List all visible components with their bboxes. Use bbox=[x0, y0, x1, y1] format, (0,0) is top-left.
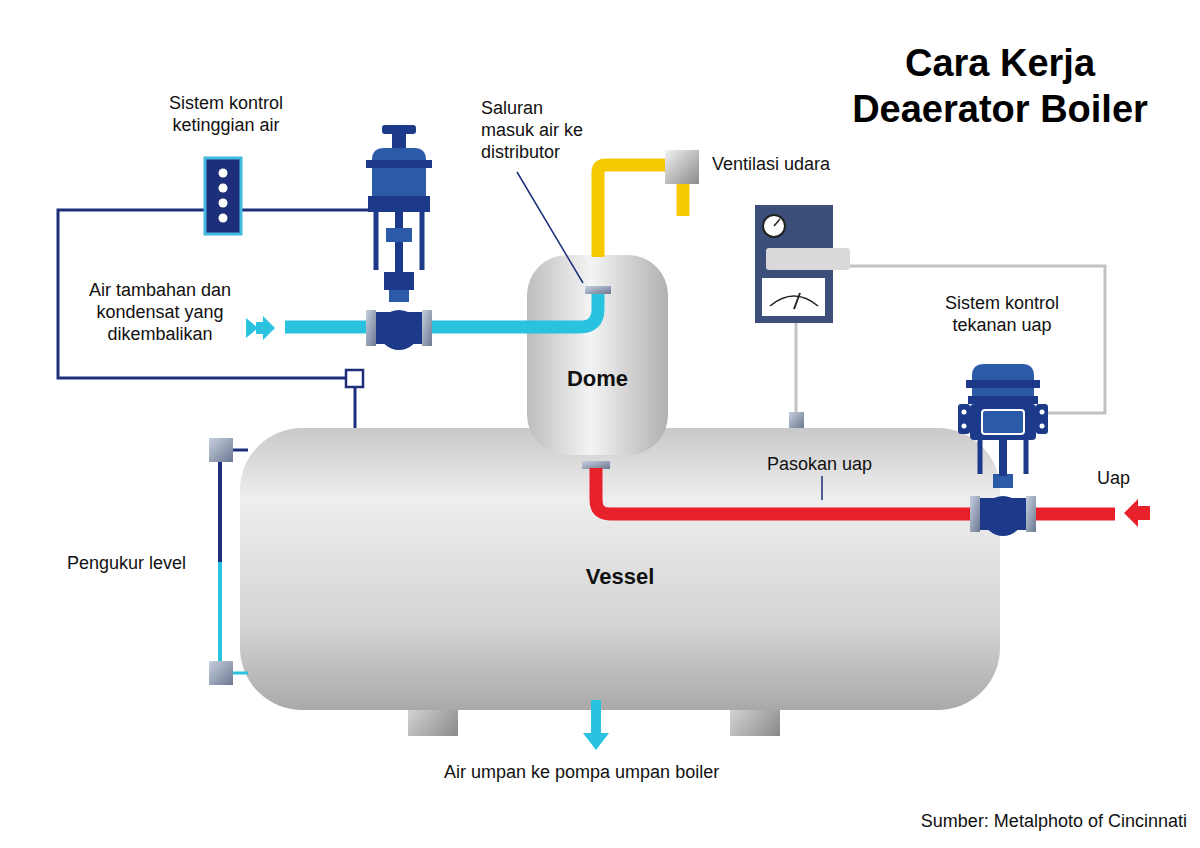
annotation-label: Sistem kontrol tekanan uap bbox=[922, 292, 1082, 336]
annotation-label: Pasokan uap bbox=[767, 453, 897, 475]
annotation-label: Ventilasi udara bbox=[712, 153, 872, 175]
annotation-label: Air umpan ke pompa umpan boiler bbox=[444, 761, 804, 783]
annotation-label: Sistem kontrol ketinggian air bbox=[141, 92, 311, 136]
annotation-label: Pengukur level bbox=[67, 552, 207, 574]
dome-shape: Dome bbox=[527, 255, 668, 455]
node-label: Vessel bbox=[586, 564, 655, 590]
node-label: Dome bbox=[567, 366, 628, 392]
annotation-label: Saluran masuk air ke distributor bbox=[481, 97, 593, 163]
annotation-label: Uap bbox=[1097, 467, 1157, 489]
vessel-shape: Vessel bbox=[240, 428, 1000, 710]
source-caption: Sumber: Metalphoto of Cincinnati bbox=[852, 810, 1187, 832]
annotation-label: Air tambahan dan kondensat yang dikembal… bbox=[60, 279, 260, 345]
diagram-title: Cara Kerja Deaerator Boiler bbox=[835, 40, 1165, 132]
